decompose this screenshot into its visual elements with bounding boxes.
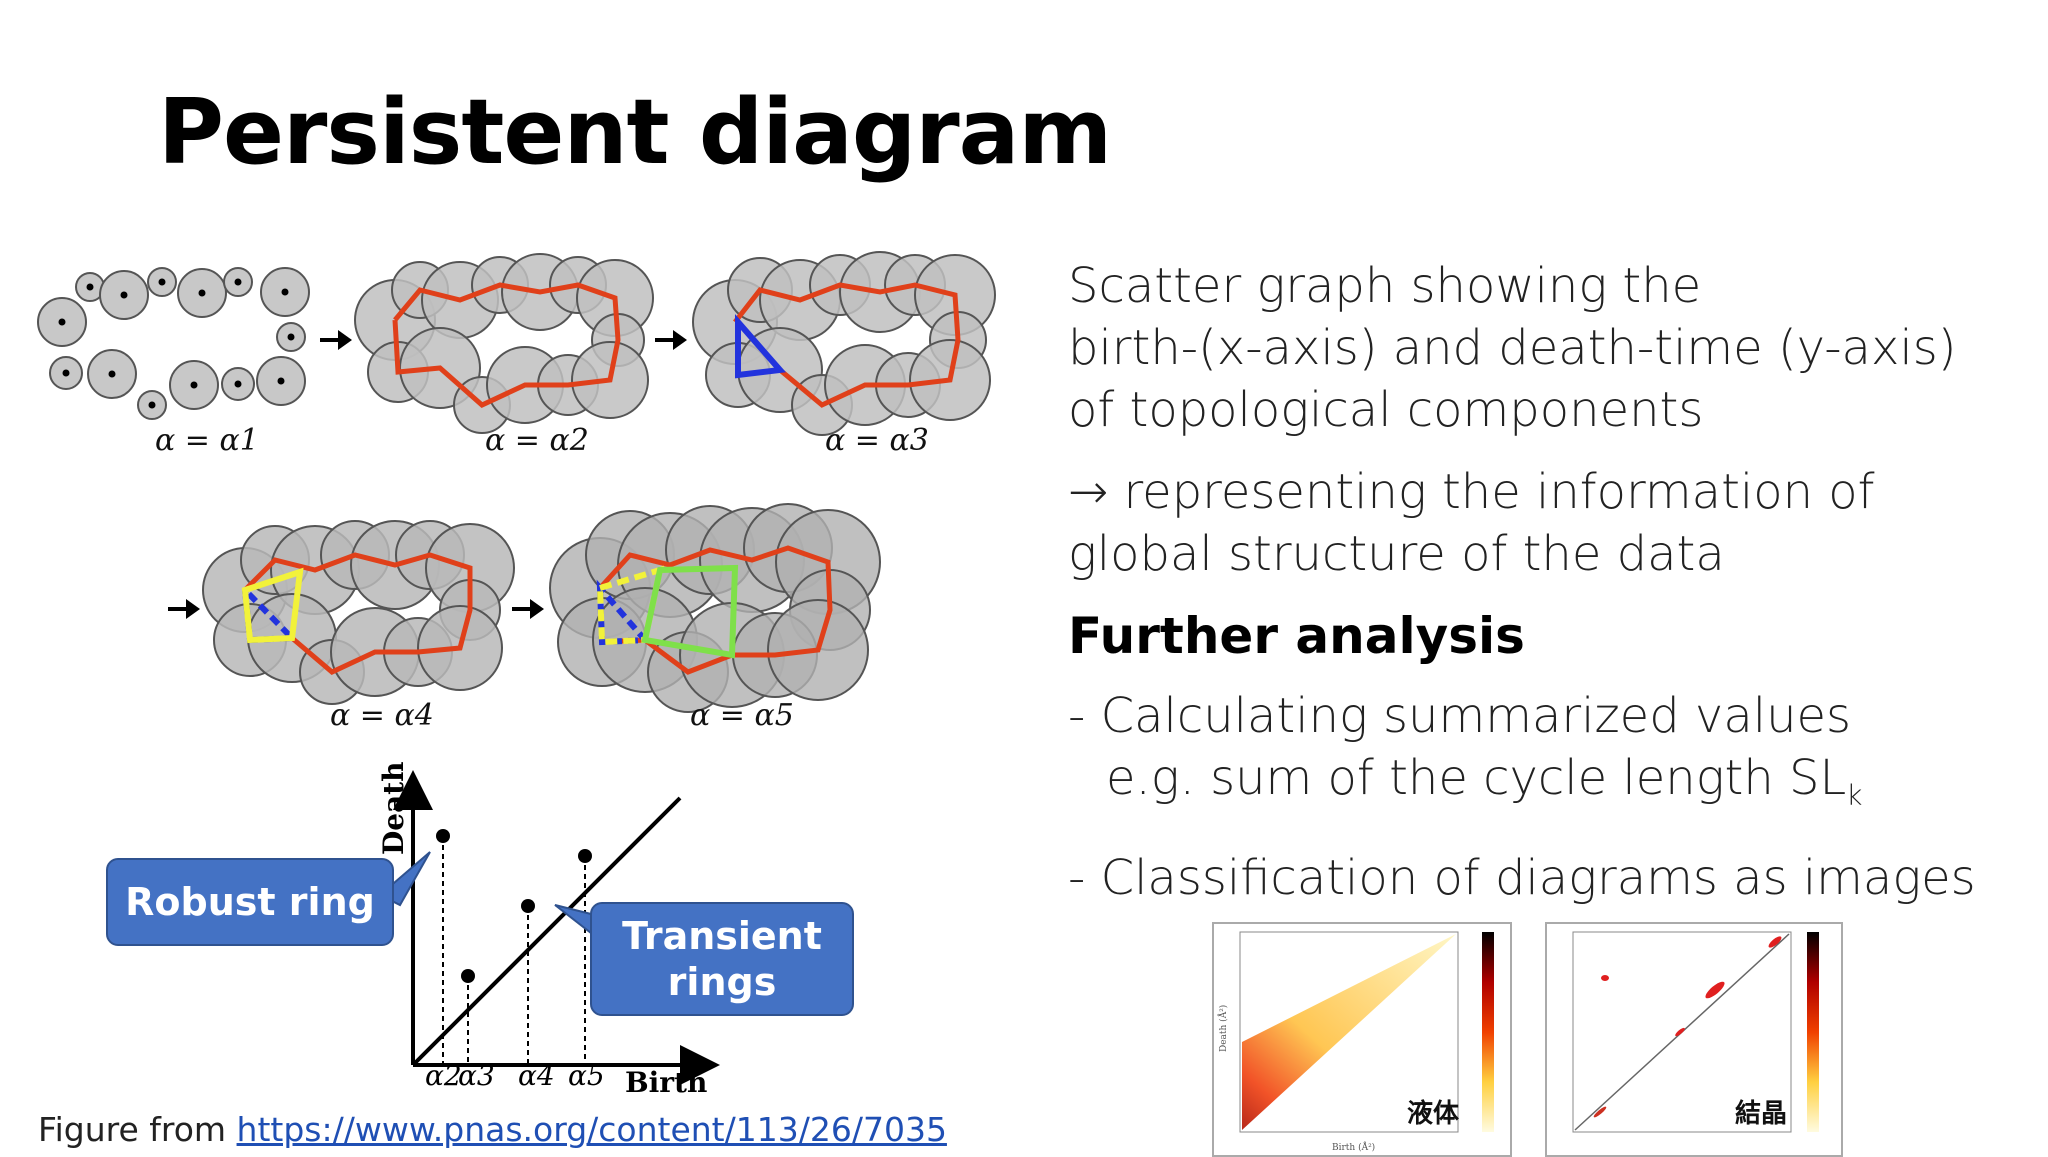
page-title: Persistent diagram xyxy=(158,80,1112,185)
filtration-label-2: α = α2 xyxy=(485,423,589,458)
persistence-plot: Death Birth α2 α3 α4 α5 xyxy=(377,761,720,1099)
description-text: Scatter graph showing the birth-(x-axis)… xyxy=(1068,258,1957,438)
scatter-points xyxy=(436,829,592,1063)
diagonal-line xyxy=(411,796,682,1067)
bullet-1-line-2-text: e.g. sum of the cycle length SL xyxy=(1106,750,1847,806)
liquid-ylabel: Death (Å²) xyxy=(1217,1005,1229,1052)
crystal-label: 結晶 xyxy=(1735,1098,1787,1129)
filtration-label-1: α = α1 xyxy=(155,423,259,458)
scatter-point-4 xyxy=(578,849,592,863)
scatter-point-3 xyxy=(521,899,535,913)
bullet-classification: - Classification of diagrams as images xyxy=(1068,849,1976,906)
callout-robust-text: Robust ring xyxy=(125,880,375,924)
caption-prefix: Figure from xyxy=(38,1110,237,1149)
arrow-icon xyxy=(512,599,544,619)
ring-cycle-3 xyxy=(733,282,961,408)
filtration-panel-1 xyxy=(37,267,310,420)
arrow-icon xyxy=(320,330,352,350)
heatmap-liquid: 液体 Death (Å²) Birth (Å²) xyxy=(1212,922,1512,1157)
filtration-panel-2 xyxy=(354,253,654,434)
body-text: Scatter graph showing the birth-(x-axis)… xyxy=(1068,255,2028,929)
quad-green xyxy=(641,564,739,659)
filtration-label-3: α = α3 xyxy=(825,423,929,458)
filtration-label-5: α = α5 xyxy=(690,698,794,733)
birth-tick-4: α5 xyxy=(568,1059,605,1092)
filtration-figure: α = α1 α = α2 α = α3 α = α4 xyxy=(37,251,996,1099)
small-triangle-blue xyxy=(735,314,787,379)
small-triangle-blue xyxy=(596,579,652,646)
callout-transient-line2: rings xyxy=(667,960,777,1004)
filtration-label-4: α = α4 xyxy=(330,698,434,733)
axis-birth-label: Birth xyxy=(625,1066,707,1099)
quad-yellow xyxy=(241,567,304,644)
ring-cycle-5 xyxy=(598,545,833,675)
ring-cycle-4 xyxy=(243,552,473,675)
callout-transient-line1: Transient xyxy=(622,914,822,958)
arrow-note-text: → representing the information of global… xyxy=(1068,464,1875,582)
arrow-icon xyxy=(655,330,687,350)
arrow-icon xyxy=(168,599,200,619)
birth-tick-1: α2 xyxy=(425,1059,462,1092)
source-link[interactable]: https://www.pnas.org/content/113/26/7035 xyxy=(236,1110,947,1149)
bullet-1-line-1: - Calculating summarized values xyxy=(1068,688,1852,744)
subscript-k: k xyxy=(1846,778,1863,812)
scatter-point-1 xyxy=(436,829,450,843)
birth-tick-3: α4 xyxy=(518,1059,555,1092)
scatter-point-2 xyxy=(461,969,475,983)
axis-death-label: Death xyxy=(377,761,410,855)
birth-tick-2: α3 xyxy=(458,1059,495,1092)
callout-transient-rings: Transient rings xyxy=(590,902,854,1016)
further-analysis-heading: Further analysis xyxy=(1068,607,1525,665)
ring-cycle-2 xyxy=(392,282,621,408)
liquid-density-region xyxy=(1242,934,1456,1130)
liquid-label: 液体 xyxy=(1407,1099,1460,1129)
figure-caption: Figure from https://www.pnas.org/content… xyxy=(38,1110,947,1149)
liquid-xlabel: Birth (Å²) xyxy=(1332,1141,1375,1153)
heatmap-crystal: 結晶 xyxy=(1545,922,1843,1157)
callout-robust-ring: Robust ring xyxy=(106,858,394,946)
bullet-summarized-values: - Calculating summarized values e.g. sum… xyxy=(1068,685,2028,827)
bullet-1-line-2: e.g. sum of the cycle length SLk xyxy=(1068,747,2028,827)
